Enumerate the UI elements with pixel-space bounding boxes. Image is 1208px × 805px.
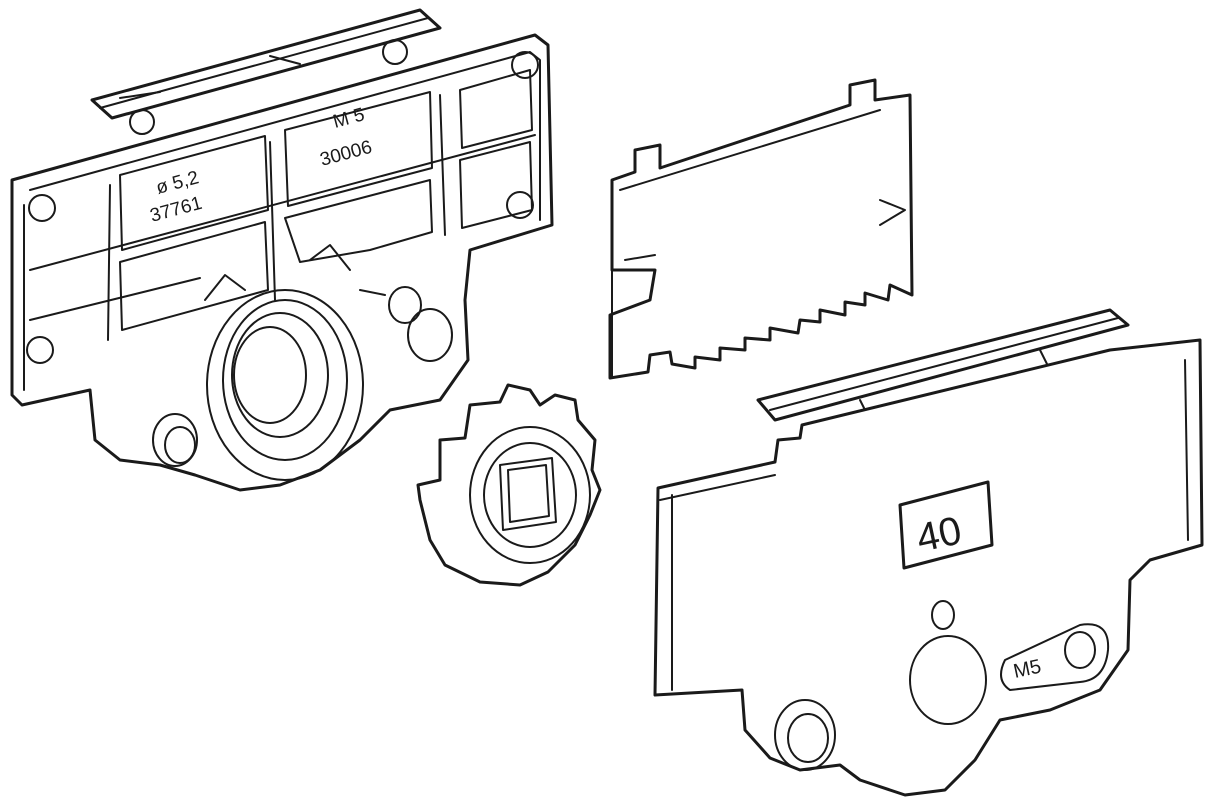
- cover-plate-size-label: 40: [913, 509, 966, 561]
- star-washer: [416, 383, 602, 587]
- back-plate: ø 5,2 37761 M 5 30006: [10, 8, 554, 492]
- cover-plate: 40 M5: [653, 308, 1204, 797]
- toothed-insert: [608, 78, 914, 380]
